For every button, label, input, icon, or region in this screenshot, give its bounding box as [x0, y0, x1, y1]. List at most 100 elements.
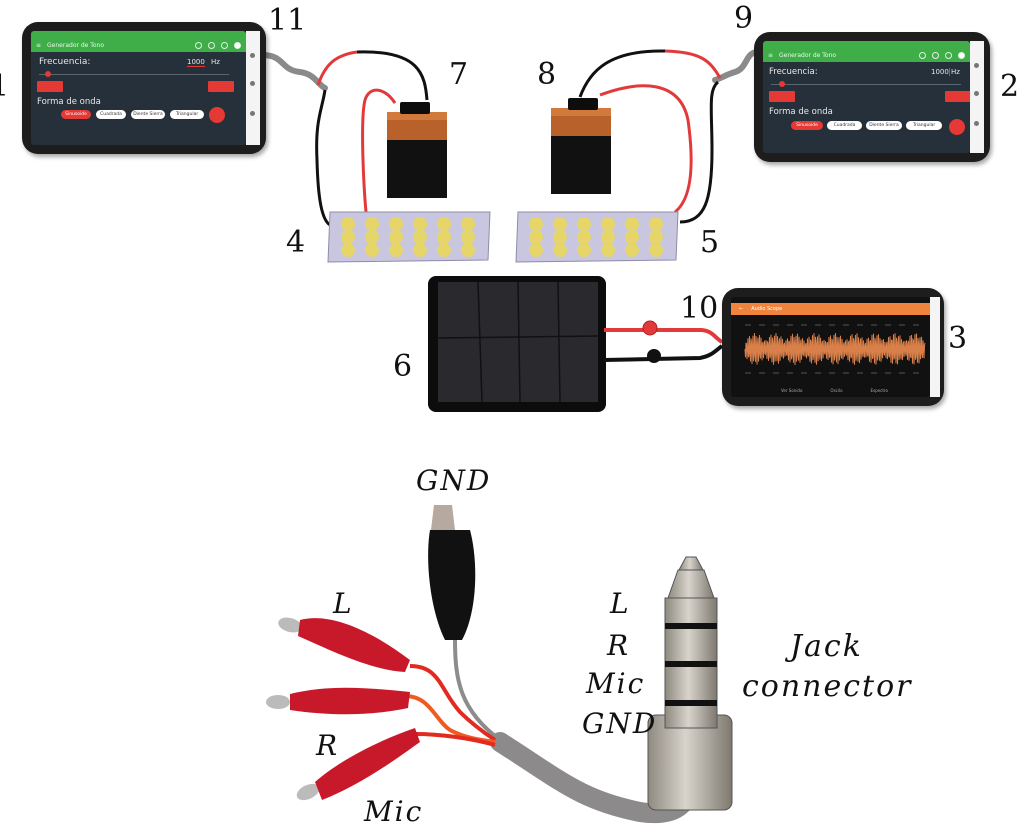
app-bar: ≡ Generador de Tono [763, 48, 970, 62]
led-bulb [389, 217, 403, 231]
clip-gnd [428, 505, 476, 640]
home-icon[interactable] [250, 81, 255, 86]
home-icon[interactable] [974, 91, 979, 96]
bottom-tab-scope[interactable]: Oscilo [830, 388, 843, 393]
settings-icon[interactable] [234, 41, 241, 49]
label-1: 1 [0, 72, 9, 102]
decrease-button[interactable] [769, 91, 795, 102]
back-arrow-icon[interactable]: ← [739, 306, 744, 312]
waveform-triangle-chip[interactable]: Triangular [170, 110, 204, 119]
decrease-button[interactable] [37, 81, 63, 92]
settings-icon[interactable] [958, 51, 965, 59]
bottom-tab-spectrum[interactable]: Espectro [870, 388, 888, 393]
waveform-sawtooth-chip[interactable]: Diente Sierra [866, 121, 902, 130]
clip-mic [296, 728, 420, 801]
wire-black-left-loop [315, 89, 331, 227]
recents-icon[interactable] [974, 121, 979, 126]
led-bulb [437, 243, 451, 257]
phone-2-tone-generator: ≡ Generador de Tono Frecuencia: 1000 Hz … [754, 32, 990, 162]
back-icon[interactable] [250, 53, 255, 58]
waveform-square-chip[interactable]: Cuadrada [827, 121, 862, 130]
wire-red-right-inner [599, 84, 693, 214]
frequency-input[interactable]: 1000 [187, 58, 205, 67]
battery-8 [551, 98, 611, 194]
red-connector [642, 320, 658, 336]
app-title: Audio Scope [751, 306, 783, 312]
menu-icon[interactable]: ≡ [768, 51, 774, 59]
refresh-icon[interactable] [221, 41, 228, 49]
led-bulb [625, 243, 639, 257]
play-icon[interactable] [919, 51, 926, 59]
increase-button[interactable] [208, 81, 234, 92]
battery-7 [387, 102, 447, 198]
clip-r [266, 687, 410, 715]
led-bulb [341, 230, 355, 244]
led-bulb [625, 217, 639, 231]
solar-wire-red [604, 328, 724, 344]
save-icon[interactable] [208, 41, 215, 49]
play-fab-button[interactable] [209, 107, 225, 123]
pin-label-l: L [610, 587, 631, 620]
label-2: 2 [1000, 69, 1020, 104]
jack-title-line2: connector [742, 669, 913, 704]
waveform-label: Forma de onda [37, 97, 101, 107]
wire-red-mic [414, 732, 496, 747]
led-bulb [553, 243, 567, 257]
wire-black-left-top [356, 50, 429, 101]
waveform-sine-chip[interactable]: Sinusoide [791, 121, 823, 130]
audio-cable-left [259, 52, 328, 91]
label-7: 7 [449, 57, 469, 92]
wire-red-right-top [664, 49, 722, 79]
waveform-square-chip[interactable]: Cuadrada [96, 110, 126, 119]
bottom-tab-sound[interactable]: Ver Sonido [781, 388, 803, 393]
generator-screen-2: ≡ Generador de Tono Frecuencia: 1000 Hz … [763, 41, 970, 153]
label-6: 6 [393, 349, 413, 384]
led-bulb [413, 243, 427, 257]
frequency-slider[interactable] [771, 84, 961, 85]
led-bulb [389, 243, 403, 257]
frequency-label: Frecuencia: [39, 57, 91, 67]
frequency-input[interactable]: 1000 [931, 68, 950, 76]
status-bar [731, 297, 930, 303]
frequency-slider[interactable] [39, 74, 229, 75]
frequency-label: Frecuencia: [769, 67, 818, 77]
save-icon[interactable] [932, 51, 939, 59]
nav-bar [930, 297, 940, 397]
led-bulb [365, 230, 379, 244]
increase-button[interactable] [945, 91, 970, 102]
led-bulb [461, 243, 475, 257]
clip-label-l: L [333, 587, 354, 620]
led-bulb [341, 217, 355, 231]
recents-icon[interactable] [250, 111, 255, 116]
frequency-unit: Hz [951, 68, 960, 76]
play-icon[interactable] [195, 41, 202, 49]
back-icon[interactable] [974, 63, 979, 68]
led-bulb [601, 243, 615, 257]
led-bulb [529, 230, 543, 244]
led-bulb [649, 230, 663, 244]
wire-red-left-top [316, 50, 358, 86]
play-fab-button[interactable] [949, 119, 965, 135]
waveform-sawtooth-chip[interactable]: Diente Sierra [131, 110, 165, 119]
led-bulb [553, 217, 567, 231]
refresh-icon[interactable] [945, 51, 952, 59]
scope-screen: ← Audio Scope Ver Sonido Oscilo Espectro [731, 297, 930, 397]
phone-1-tone-generator: ≡ Generador de Tono Frecuencia: 1000 Hz … [22, 22, 266, 154]
label-4: 4 [286, 225, 306, 260]
slider-thumb[interactable] [45, 71, 51, 77]
pin-label-gnd: GND [582, 707, 658, 740]
led-bulb [461, 217, 475, 231]
wire-black-right-top [578, 49, 666, 98]
menu-icon[interactable]: ≡ [36, 41, 42, 49]
jack-plug [647, 556, 733, 811]
app-title: Generador de Tono [47, 41, 105, 49]
led-bulb [341, 243, 355, 257]
waveform-triangle-chip[interactable]: Triangular [906, 121, 942, 130]
generator-screen-1: ≡ Generador de Tono Frecuencia: 1000 Hz … [31, 31, 246, 145]
slider-thumb[interactable] [779, 81, 785, 87]
phone-3-audio-scope: ← Audio Scope Ver Sonido Oscilo Espectro [722, 288, 944, 406]
waveform-sine-chip[interactable]: Sinusoide [61, 110, 91, 119]
led-bulb [413, 217, 427, 231]
led-bulb [365, 217, 379, 231]
